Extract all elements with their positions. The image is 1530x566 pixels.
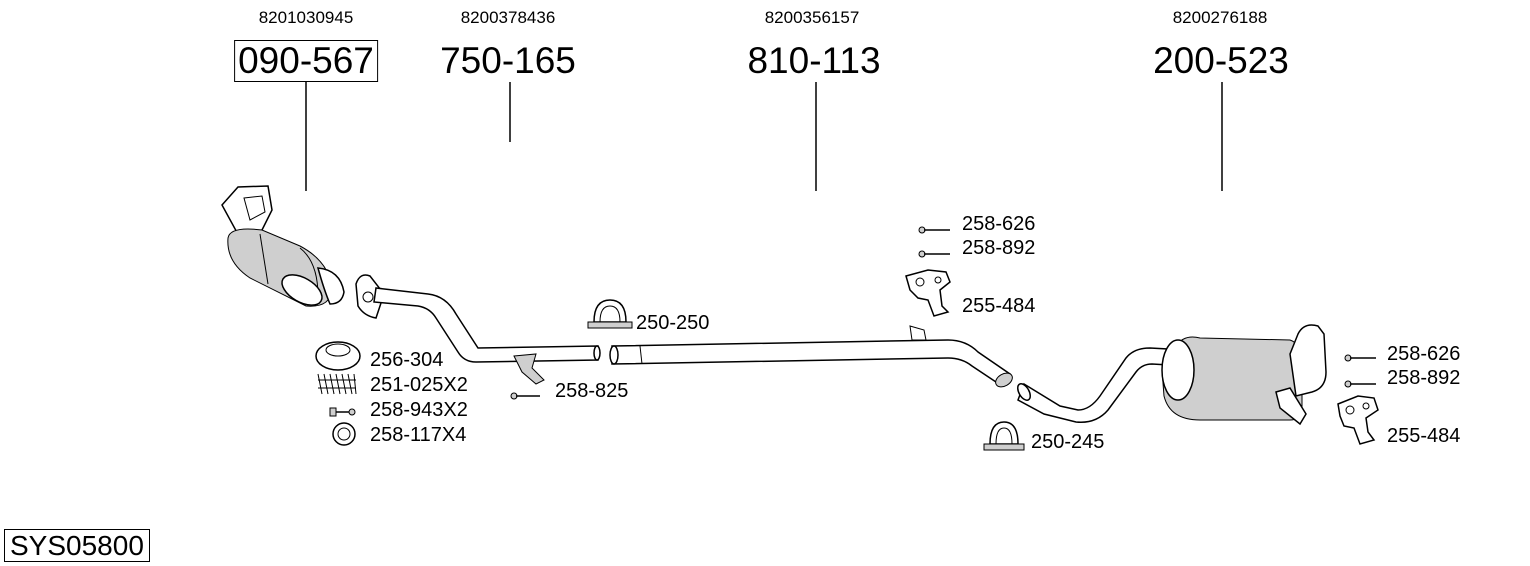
bolt-drawing-left [329,407,356,417]
oem-number-front-pipe: 8200378436 [460,8,556,27]
mount-drawing-right [1337,395,1379,445]
oem-number-catalyst: 8201030945 [258,8,354,27]
label-hanger-bolt-mid[interactable]: 258-825 [555,380,629,402]
part-number-rear-silencer[interactable]: 200-523 [1153,40,1289,81]
label-clamp-rear[interactable]: 250-245 [1031,431,1105,453]
part-number-front-pipe[interactable]: 750-165 [440,40,576,81]
label-gasket[interactable]: 256-304 [370,349,444,371]
bolt-drawing-top-a [918,226,950,234]
rear-silencer-drawing [1017,324,1327,426]
gasket-drawing [315,341,361,371]
clamp-drawing-front [587,299,633,329]
mount-drawing-top [905,269,951,317]
front-pipe-drawing [355,274,601,385]
label-bolt-left[interactable]: 258-943X2 [370,399,468,421]
part-number-catalyst[interactable]: 090-567 [234,40,378,82]
label-mount-right[interactable]: 255-484 [1387,425,1461,447]
label-bolt-right-b[interactable]: 258-892 [1387,367,1461,389]
clamp-drawing-rear [983,421,1025,451]
bolt-drawing-top-b [918,250,950,258]
label-bolt-top-b[interactable]: 258-892 [962,237,1036,259]
spring-drawing [317,373,357,395]
label-ring[interactable]: 258-117X4 [370,424,467,446]
center-pipe-drawing [609,325,1013,388]
system-code-box: SYS05800 [4,529,150,562]
label-clamp-front[interactable]: 250-250 [636,312,710,334]
bolt-drawing-mid [510,392,540,400]
label-bolt-right-a[interactable]: 258-626 [1387,343,1461,365]
part-number-center-pipe[interactable]: 810-113 [747,40,881,81]
label-spring[interactable]: 251-025X2 [370,374,468,396]
catalytic-converter-drawing [221,185,345,307]
ring-drawing [332,422,356,446]
label-mount-top[interactable]: 255-484 [962,295,1036,317]
oem-number-rear-silencer: 8200276188 [1172,8,1268,27]
label-bolt-top-a[interactable]: 258-626 [962,213,1036,235]
oem-number-center-pipe: 8200356157 [764,8,860,27]
bolt-drawing-right-a [1344,354,1376,362]
bolt-drawing-right-b [1344,380,1376,388]
